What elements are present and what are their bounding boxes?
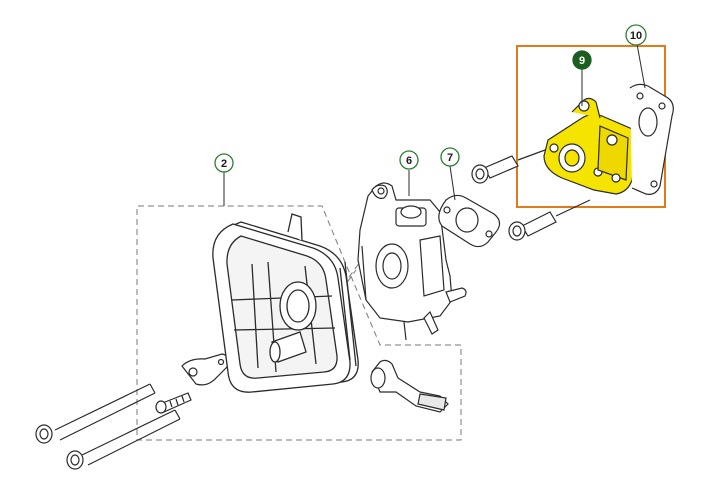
callout-7[interactable]: 7 [440,147,460,167]
callout-10[interactable]: 10 [625,24,647,46]
callout-leader-lines [223,43,646,206]
callout-6[interactable]: 6 [399,150,419,170]
intake-bolt-upper[interactable] [471,149,546,184]
carburetor[interactable] [357,182,467,341]
intake-gasket[interactable] [629,83,674,195]
intake-manifold-selected[interactable] [543,97,639,195]
long-bolt-upper[interactable] [35,383,156,444]
choke-lever[interactable] [370,359,449,413]
air-filter-housing[interactable] [212,213,359,393]
callout-ring [440,147,460,167]
long-bolt-lower[interactable] [66,409,181,470]
callout-label: 6 [406,155,412,167]
callout-ring [399,150,419,170]
callout-9-selected[interactable]: 9 [572,50,592,70]
intake-bolt-lower[interactable] [508,199,591,241]
callout-ring [625,24,647,46]
filter-bracket[interactable] [181,353,231,386]
callout-ring [572,50,592,70]
callout-label: 9 [579,55,585,67]
callout-ring [214,153,234,173]
callout-label: 10 [630,30,642,42]
carburetor-gasket[interactable] [438,194,501,248]
callout-2[interactable]: 2 [214,153,234,173]
callout-label: 2 [221,158,227,170]
callout-label: 7 [447,152,453,164]
small-screw[interactable] [155,392,192,414]
